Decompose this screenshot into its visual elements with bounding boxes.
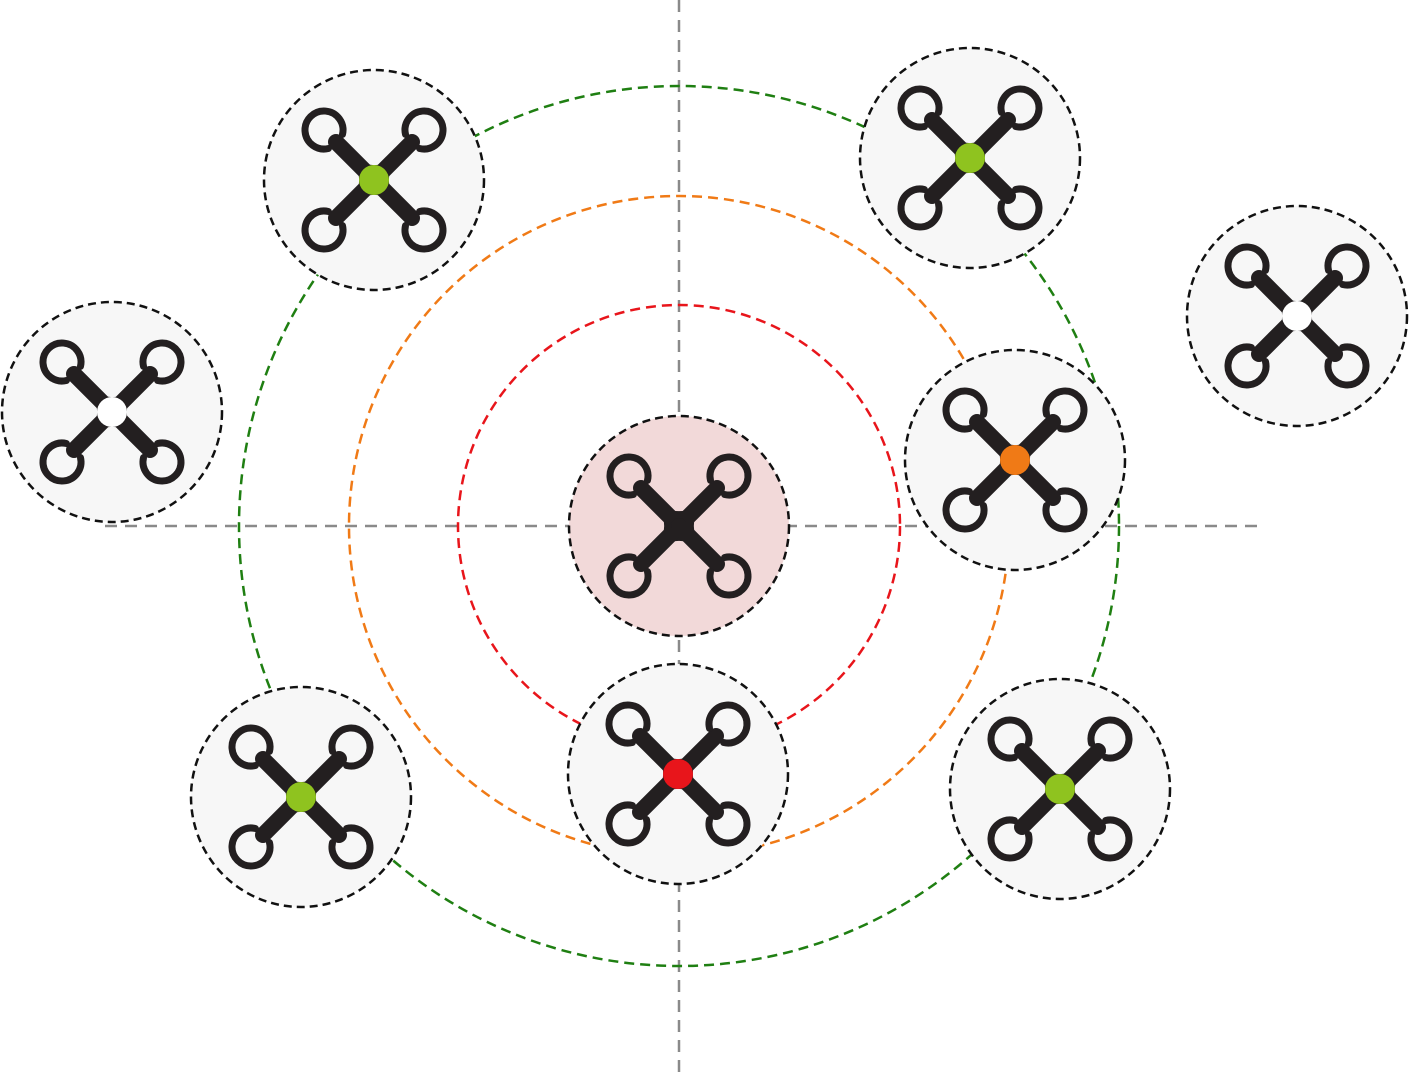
drone-rotor: [328, 824, 374, 870]
drone-rotor: [606, 553, 652, 599]
drone-rotor: [228, 824, 274, 870]
drone-rotor: [942, 487, 988, 533]
range-ring-outer: [237, 84, 1121, 968]
drone-rotor: [706, 453, 752, 499]
drone-status-dot: [955, 143, 985, 173]
drone-bottom-center: [566, 662, 790, 886]
drone-bottom-left: [189, 685, 413, 909]
drone-rotor: [139, 439, 185, 485]
drone-rotor: [39, 339, 85, 385]
drone-rotor: [1042, 487, 1088, 533]
drone-rotor: [39, 439, 85, 485]
drone-rotor: [1087, 716, 1133, 762]
drone-top-left: [262, 68, 486, 292]
drone-rotor: [1087, 816, 1133, 862]
drone-rotor: [1224, 243, 1270, 289]
drone-rotor: [897, 85, 943, 131]
drone-rotor: [942, 387, 988, 433]
drone-rotor: [1042, 387, 1088, 433]
drones-layer: [0, 46, 1409, 909]
drone-arm: [633, 480, 687, 534]
drone-rotor: [605, 701, 651, 747]
drone-rotor: [1224, 343, 1270, 389]
drone-rotor: [706, 553, 752, 599]
drone-rotor: [705, 701, 751, 747]
drone-status-dot: [663, 759, 693, 789]
drone-rotor: [328, 724, 374, 770]
drone-rotor: [987, 816, 1033, 862]
drone-arm: [633, 518, 687, 572]
drone-rotor: [1324, 343, 1370, 389]
drone-rotor: [997, 85, 1043, 131]
drone-rotor: [605, 801, 651, 847]
drone-status-dot: [359, 165, 389, 195]
drone-rotor: [997, 185, 1043, 231]
drone-rotor: [705, 801, 751, 847]
drone-top-right: [858, 46, 1082, 270]
drone-rotor: [139, 339, 185, 385]
drone-status-dot: [286, 782, 316, 812]
drone-rotor: [987, 716, 1033, 762]
drone-rotor: [401, 107, 447, 153]
drone-right: [903, 348, 1127, 572]
drone-far-left: [0, 300, 224, 524]
drone-rotor: [1324, 243, 1370, 289]
drone-far-right: [1185, 204, 1409, 428]
drone-status-dot: [97, 397, 127, 427]
drone-rotor: [228, 724, 274, 770]
drone-status-dot: [1045, 774, 1075, 804]
drone-arm: [671, 480, 725, 534]
range-ring-inner: [456, 303, 902, 749]
drone-rotor: [606, 453, 652, 499]
drone-rotor: [401, 207, 447, 253]
drone-bottom-right: [948, 677, 1172, 901]
drone-arm: [671, 518, 725, 572]
drone-rotor: [301, 107, 347, 153]
drone-status-dot: [1282, 301, 1312, 331]
drone-status-dot: [1000, 445, 1030, 475]
drone-central: [567, 414, 791, 638]
drone-rotor: [301, 207, 347, 253]
drone-rotor: [897, 185, 943, 231]
